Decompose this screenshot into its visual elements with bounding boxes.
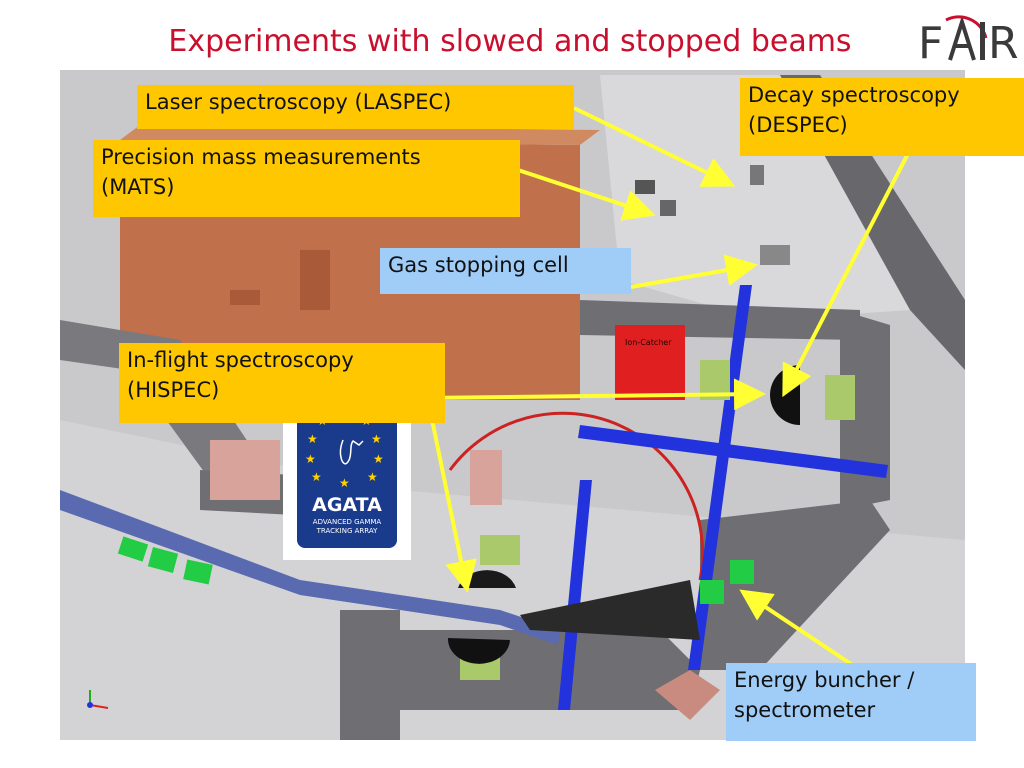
axis-triad-icon bbox=[87, 690, 109, 709]
label-laspec: Laser spectroscopy (LASPEC) bbox=[137, 85, 574, 129]
fair-logo: F R bbox=[918, 15, 1019, 69]
ion-catcher-sign: Ion-Catcher bbox=[625, 338, 672, 347]
label-energy-buncher: Energy buncher / spectrometer bbox=[726, 663, 976, 741]
agata-name: AGATA bbox=[312, 494, 382, 516]
svg-text:★: ★ bbox=[311, 470, 322, 484]
beam-line-horizontal bbox=[578, 425, 888, 478]
svg-text:★: ★ bbox=[307, 432, 318, 446]
agata-subtitle-1: ADVANCED GAMMA bbox=[313, 518, 382, 526]
label-mats: Precision mass measurements (MATS) bbox=[93, 140, 520, 217]
svg-text:★: ★ bbox=[305, 452, 316, 466]
svg-text:F: F bbox=[918, 18, 943, 69]
svg-text:★: ★ bbox=[373, 452, 384, 466]
beam-line-vertical-left bbox=[558, 480, 592, 710]
svg-text:★: ★ bbox=[339, 476, 350, 490]
label-despec: Decay spectroscopy (DESPEC) bbox=[740, 78, 1024, 156]
agata-subtitle-2: TRACKING ARRAY bbox=[316, 527, 378, 535]
page-title: Experiments with slowed and stopped beam… bbox=[168, 24, 852, 59]
svg-text:R: R bbox=[988, 18, 1019, 69]
label-gas-stopping-cell: Gas stopping cell bbox=[380, 248, 631, 294]
label-hispec: In-flight spectroscopy (HISPEC) bbox=[119, 343, 445, 423]
svg-text:★: ★ bbox=[367, 470, 378, 484]
ion-catcher-block bbox=[615, 325, 685, 400]
svg-text:★: ★ bbox=[371, 432, 382, 446]
